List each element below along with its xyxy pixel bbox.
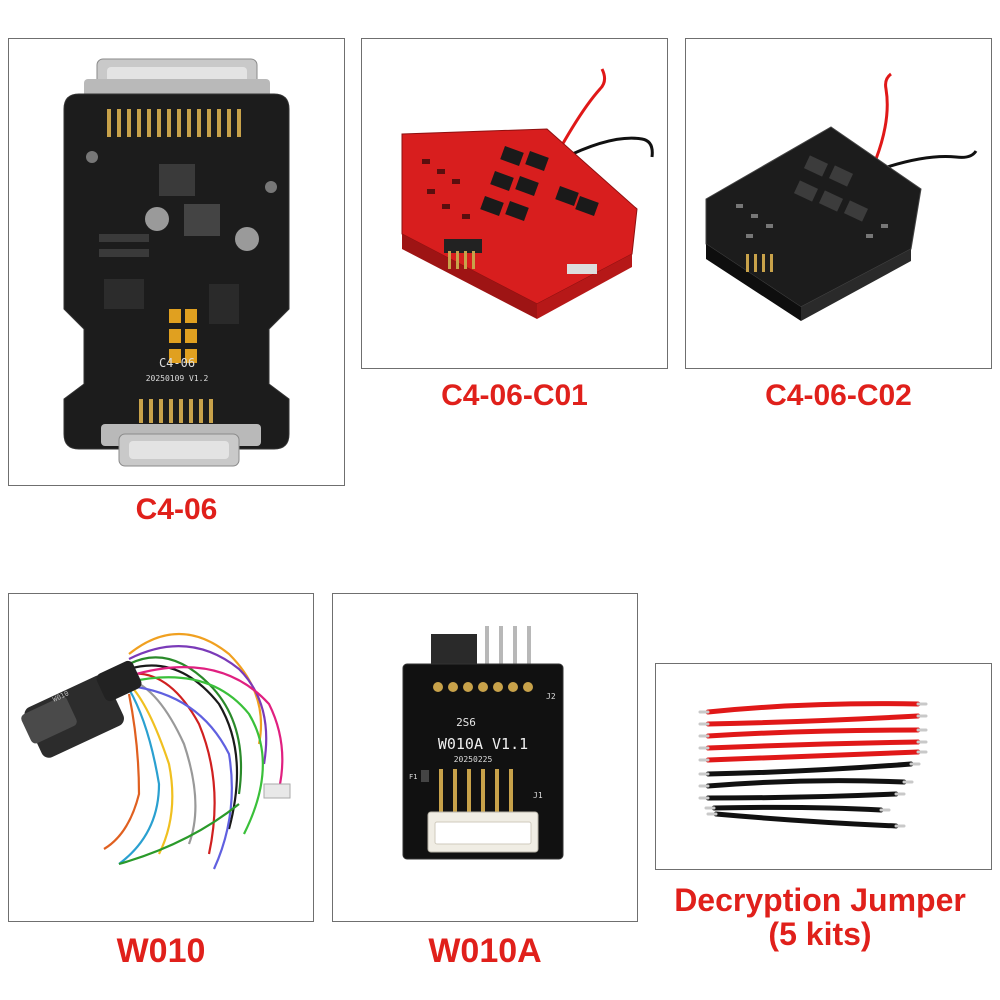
label-c4-06: C4-06: [135, 493, 218, 526]
product-card-c4-06: C4-06 20250109 V1.2: [8, 38, 345, 486]
label-w010: W010: [116, 932, 206, 970]
w010a-fuse-marking: F1: [409, 773, 417, 781]
c4-06-board-date: 20250109 V1.2: [146, 374, 209, 383]
w010a-board-date: 20250225: [454, 755, 493, 764]
product-card-c4-06-c02: [685, 38, 992, 369]
product-card-c4-06-c01: [361, 38, 668, 369]
label-decryption-jumper-line1: Decryption Jumper: [674, 882, 966, 918]
product-card-w010: W010: [8, 593, 314, 922]
product-card-decryption-jumper: [655, 663, 992, 870]
c4-06-c01-board-image: [401, 68, 654, 319]
w010a-board-image: J2 2S6 W010A V1.1 20250225 F1 J1: [402, 626, 564, 860]
w010-cable-image: W010: [21, 633, 291, 870]
label-c4-06-c02: C4-06-C02: [765, 379, 912, 412]
decryption-jumper-image: [698, 701, 928, 829]
c4-06-board-marking: C4-06: [159, 356, 195, 370]
w010a-board-marking: W010A V1.1: [438, 735, 528, 753]
w010a-board-code: 2S6: [456, 716, 476, 729]
label-c4-06-c01: C4-06-C01: [441, 379, 588, 412]
w010a-j2-marking: J2: [546, 692, 556, 701]
label-w010a: W010A: [428, 932, 542, 970]
label-decryption-jumper: Decryption Jumper (5 kits): [640, 882, 1000, 952]
c4-06-c02-board-image: [705, 72, 978, 321]
label-decryption-jumper-line2: (5 kits): [768, 915, 872, 952]
w010a-j1-marking: J1: [533, 791, 543, 800]
product-card-w010a: J2 2S6 W010A V1.1 20250225 F1 J1: [332, 593, 638, 922]
c4-06-board-image: C4-06 20250109 V1.2: [63, 58, 290, 467]
